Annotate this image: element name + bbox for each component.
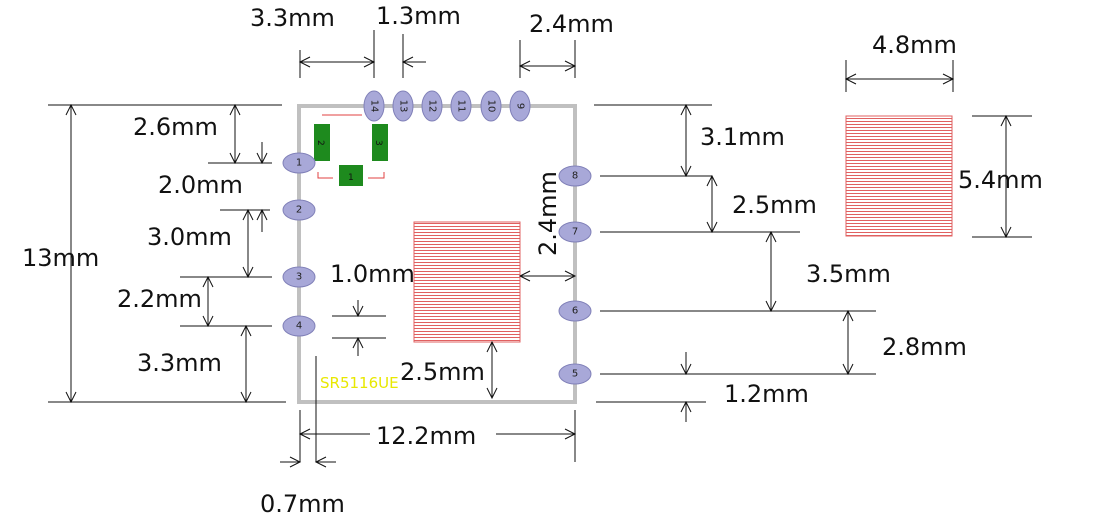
separate-ground-pad [845,115,953,237]
dim-top-3-3: 3.3mm [250,4,376,78]
left-pad-column: 1 2 3 4 [282,152,316,337]
right-pad-5: 5 [558,363,592,385]
svg-text:2.4mm: 2.4mm [529,10,614,38]
svg-text:13mm: 13mm [22,244,99,272]
dim-left-3-0: 3.0mm [147,208,272,279]
dim-right-2-8: 2.8mm [600,309,967,376]
left-pad-4-label: 4 [296,321,302,332]
top-pad-12: 12 [421,90,443,122]
svg-text:2.8mm: 2.8mm [882,333,967,361]
svg-text:5.4mm: 5.4mm [958,166,1043,194]
top-pad-12-label: 12 [427,100,438,113]
svg-text:1.3mm: 1.3mm [376,2,461,30]
top-pad-14-label: 14 [369,100,380,113]
svg-text:3.1mm: 3.1mm [700,123,785,151]
svg-text:2.5mm: 2.5mm [732,191,817,219]
dim-right-1-2: 1.2mm [596,352,809,422]
svg-text:3.3mm: 3.3mm [137,349,222,377]
left-pad-3: 3 [282,266,316,288]
right-pad-7: 7 [558,221,592,243]
left-pad-1: 1 [282,152,316,174]
left-pad-3-label: 3 [296,272,302,283]
top-pad-11: 11 [450,90,472,122]
left-pad-2-label: 2 [296,205,302,216]
svg-text:1.0mm: 1.0mm [330,260,415,288]
dim-left-2-2: 2.2mm [117,275,272,328]
smd-pad-1 [339,165,363,186]
top-pad-13: 13 [392,90,414,122]
right-pad-column: 8 7 6 5 [558,165,592,385]
dim-bottom-0-7: 0.7mm [260,456,345,518]
right-pad-6: 6 [558,300,592,322]
left-pad-4: 4 [282,315,316,337]
dim-left-2-0: 2.0mm [158,171,243,199]
svg-text:2.4mm: 2.4mm [534,171,562,256]
top-pad-10: 10 [480,90,502,122]
top-pad-13-label: 13 [398,100,409,113]
svg-text:2.6mm: 2.6mm [133,113,218,141]
svg-text:4.8mm: 4.8mm [872,31,957,59]
top-pad-9-label: 9 [515,103,526,109]
dim-right-2-5: 2.5mm [600,174,817,234]
top-pad-row: 14 13 12 11 10 9 [363,90,531,122]
dim-in-2-4: 2.4mm [518,171,577,282]
svg-text:1.2mm: 1.2mm [724,380,809,408]
dim-in-2-5: 2.5mm [400,340,498,400]
top-pad-11-label: 11 [456,100,467,113]
dim-left-3-3: 3.3mm [137,324,252,404]
dim-in-1-0: 1.0mm [330,260,415,356]
dim-right-3-5: 3.5mm [600,230,891,313]
dim-pad-4-8: 4.8mm [844,31,957,92]
right-pad-6-label: 6 [572,306,578,317]
top-pad-9: 9 [509,90,531,122]
svg-text:3.0mm: 3.0mm [147,223,232,251]
svg-text:3.5mm: 3.5mm [806,260,891,288]
left-pad-2: 2 [282,199,316,221]
center-ground-pad [413,221,521,343]
dim-left-2-6: 2.6mm [133,103,272,165]
dim-top-2-4: 2.4mm [518,10,614,78]
right-pad-5-label: 5 [572,369,578,380]
right-pad-8: 8 [558,165,592,187]
svg-text:0.7mm: 0.7mm [260,490,345,518]
svg-text:2.2mm: 2.2mm [117,285,202,313]
right-pad-8-label: 8 [572,171,578,182]
smd-pad-3 [372,124,388,161]
dim-width-12-2: 12.2mm [298,410,577,462]
svg-text:12.2mm: 12.2mm [376,422,476,450]
smd-pad-2 [314,124,330,161]
svg-text:3.3mm: 3.3mm [250,4,335,32]
smd-label-3: 3 [373,140,383,146]
svg-text:2.5mm: 2.5mm [400,358,485,386]
dim-top-1-3: 1.3mm [376,2,461,78]
right-pad-7-label: 7 [572,227,578,238]
left-pad-1-label: 1 [296,158,302,169]
dim-right-3-1: 3.1mm [594,103,785,178]
part-label: SR5116UE [320,374,399,392]
smd-label-2: 2 [315,140,325,146]
smd-label-1: 1 [348,173,354,183]
top-pad-10-label: 10 [486,100,497,113]
top-pad-14: 14 [363,90,385,122]
smd-component: 2 1 3 [314,114,388,186]
dim-pad-5-4: 5.4mm [958,114,1043,239]
